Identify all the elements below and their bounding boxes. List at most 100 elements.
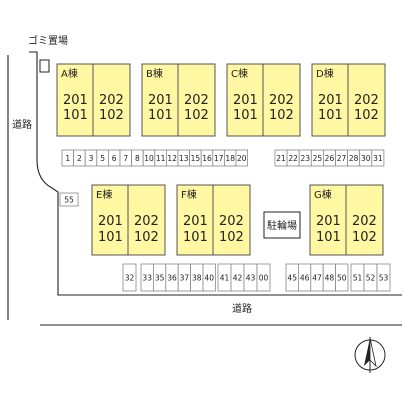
parking-stall-number: 10: [144, 154, 154, 163]
room-e-102: 102: [134, 230, 159, 245]
parking-stall-number: 46: [300, 274, 310, 283]
room-e-202: 202: [134, 214, 159, 229]
building-f: F棟 201 202 101 102: [176, 184, 251, 256]
room-d-101: 101: [318, 108, 343, 123]
parking-stall-number: 8: [135, 154, 140, 163]
parking-stall-number: 2: [77, 154, 82, 163]
building-g: G棟 201 202 101 102: [309, 184, 384, 256]
parking-stall-number: 00: [259, 274, 269, 283]
room-g-201: 201: [316, 214, 341, 229]
parking-stall-number: 20: [237, 154, 247, 163]
room-d-202: 202: [354, 93, 379, 108]
parking-stall-number: 50: [337, 274, 347, 283]
room-g-102: 102: [352, 230, 377, 245]
building-b-label: B棟: [146, 67, 163, 80]
north-arrow-icon: [354, 337, 386, 373]
parking-stall-number: 27: [337, 154, 347, 163]
parking-stall: [335, 263, 349, 292]
parking-stall-number: 6: [112, 154, 117, 163]
parking-stall-number: 16: [202, 154, 212, 163]
parking-stall-number: 25: [313, 154, 323, 163]
parking-stall-number: 47: [312, 274, 322, 283]
parking-stall: [202, 263, 216, 292]
parking-stall-number: 40: [204, 274, 214, 283]
room-f-102: 102: [219, 230, 244, 245]
road-label-bottom: 道路: [232, 302, 252, 315]
parking-stall-number: 55: [64, 196, 74, 205]
parking-stall-number: 48: [325, 274, 335, 283]
parking-stall: [122, 263, 137, 292]
parking-stall-number: 45: [287, 274, 297, 283]
building-g-label: G棟: [314, 188, 332, 201]
building-e-label: E棟: [96, 188, 112, 201]
parking-stall-number: 11: [156, 154, 166, 163]
room-c-201: 201: [233, 93, 258, 108]
parking-stall: [235, 149, 249, 167]
building-f-label: F棟: [181, 188, 197, 201]
parking-stall: [371, 149, 385, 167]
parking-stall-number: 53: [379, 274, 389, 283]
parking-stall-number: 36: [167, 274, 177, 283]
parking-stall-number: 26: [325, 154, 335, 163]
parking-stall-number: 41: [220, 274, 230, 283]
parking-stall-number: 38: [192, 274, 202, 283]
garbage-area-label: ゴミ置場: [28, 34, 68, 47]
parking-stall-number: 13: [179, 154, 189, 163]
parking-stall-number: 37: [180, 274, 190, 283]
parking-stall-number: 31: [373, 154, 383, 163]
bicycle-parking-label: 駐輪場: [267, 219, 297, 232]
parking-stall-number: 17: [214, 154, 224, 163]
parking-stall-number: 33: [142, 274, 152, 283]
room-f-201: 201: [183, 214, 208, 229]
parking-stall-number: 43: [246, 274, 256, 283]
building-c-label: C棟: [231, 67, 248, 80]
parking-stall: [376, 263, 391, 292]
building-d-label: D棟: [316, 67, 334, 80]
parking-stall-number: 15: [191, 154, 201, 163]
parking-stall-number: 1: [65, 154, 70, 163]
room-e-201: 201: [98, 214, 123, 229]
parking-stall-number: 3: [89, 154, 94, 163]
parking-stall-number: 18: [225, 154, 235, 163]
parking-stall-number: 35: [155, 274, 165, 283]
parking-stall-number: 42: [233, 274, 243, 283]
room-d-201: 201: [318, 93, 343, 108]
road-lines: [7, 51, 402, 326]
room-g-202: 202: [352, 214, 377, 229]
parking-stall-number: 52: [366, 274, 376, 283]
room-c-202: 202: [269, 93, 294, 108]
room-d-102: 102: [354, 108, 379, 123]
room-f-101: 101: [183, 230, 208, 245]
room-b-202: 202: [184, 93, 209, 108]
parking-stall: [256, 263, 271, 292]
building-b: B棟 201 202 101 102: [141, 63, 216, 137]
bicycle-parking-box: [263, 211, 301, 239]
road-edge-inner: [29, 51, 402, 296]
room-a-102: 102: [99, 108, 124, 123]
building-a-label: A棟: [61, 67, 78, 80]
parking-stall-number: 28: [349, 154, 359, 163]
parking-stall-number: 30: [361, 154, 371, 163]
room-f-202: 202: [219, 214, 244, 229]
room-c-102: 102: [269, 108, 294, 123]
road-label-left: 道路: [12, 118, 32, 131]
garbage-area-box: [39, 59, 50, 73]
room-a-101: 101: [63, 108, 88, 123]
parking-stall-number: 23: [300, 154, 310, 163]
parking-stall-number: 22: [288, 154, 298, 163]
room-b-102: 102: [184, 108, 209, 123]
parking-stall-number: 51: [353, 274, 363, 283]
room-e-101: 101: [98, 230, 123, 245]
parking-stall-number: 7: [123, 154, 128, 163]
building-d: D棟 201 202 101 102: [311, 63, 386, 137]
room-g-101: 101: [316, 230, 341, 245]
building-a: A棟 201 202 101 102: [56, 63, 131, 137]
bicycle-parking: 駐輪場: [263, 211, 301, 239]
room-a-202: 202: [99, 93, 124, 108]
building-c: C棟 201 202 101 102: [226, 63, 301, 137]
parking-stall-number: 5: [100, 154, 105, 163]
room-c-101: 101: [233, 108, 258, 123]
parking-stall-number: 32: [125, 274, 135, 283]
